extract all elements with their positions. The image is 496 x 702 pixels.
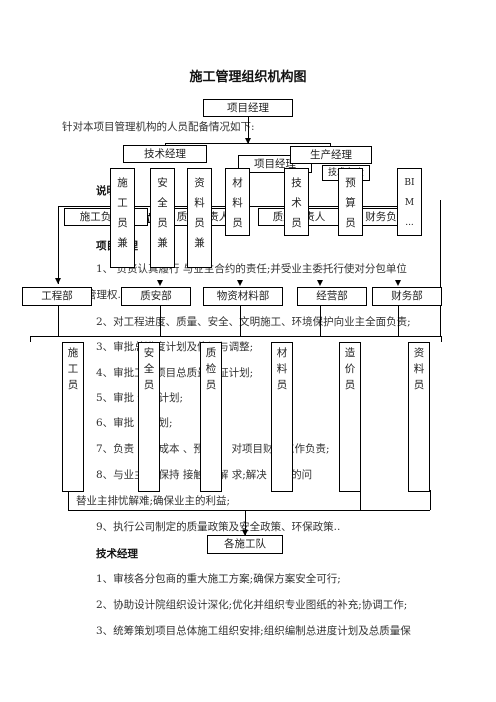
- tech-duty-1: 1、审核各分包商的重大施工方案;确保方案安全可行;: [96, 573, 341, 585]
- dept-quality-safety: 质安部: [121, 287, 191, 306]
- connector: [360, 490, 361, 510]
- dept-finance: 财务部: [372, 287, 442, 306]
- connector: [30, 336, 31, 342]
- dept-engineering: 工程部: [22, 287, 92, 306]
- connector: [58, 300, 59, 336]
- pm-duty-6: 6、审批 包计划;: [96, 417, 173, 429]
- arrow-down-icon: [245, 138, 251, 144]
- arrow-down-icon: [317, 280, 323, 286]
- pm-duty-4: 4、审批工程项目总质量保证计划;: [96, 367, 254, 379]
- pm-duty-9: 9、执行公司制定的质量政策及安全政策、环保政策..: [96, 521, 341, 533]
- pm-duty-2: 2、对工程进度、质量、安全、文明施工、环境保护向业主全面负责;: [96, 316, 411, 328]
- tech-duty-2: 2、协助设计院组织设计深化;优化并组织专业图纸的补充;协调工作;: [96, 599, 408, 611]
- connector: [430, 490, 431, 510]
- staff-a-safety: 安全员兼: [150, 168, 175, 268]
- staff-a-budget: 预算员: [338, 168, 363, 236]
- section-heading-tech: 技术经理: [96, 548, 138, 560]
- page-title: 施工管理组织机构图: [189, 70, 307, 85]
- connector: [30, 336, 442, 337]
- staff-a-materials: 材料员: [225, 168, 250, 236]
- pm-duty-8b: 替业主排忧解难;确保业主的利益;: [76, 495, 231, 507]
- tech-duty-3: 3、统筹策划项目总体施工组织安排;组织编制总进度计划及总质量保: [96, 625, 411, 637]
- org-top-project-manager: 项目经理: [203, 99, 293, 117]
- org-l2-tech-manager: 技术经理: [123, 145, 207, 163]
- dept-operations: 经营部: [297, 287, 367, 306]
- staff-a-documents: 资料员兼: [187, 168, 212, 268]
- staff-b-documents: 资料员: [408, 342, 430, 492]
- connector: [160, 300, 161, 336]
- staff-b-construction: 施工员: [62, 342, 84, 492]
- org-l3-construction-lead: 施工负责人: [64, 208, 148, 226]
- connector: [441, 336, 442, 342]
- staff-b-inspection: 质检员: [200, 342, 222, 492]
- connector: [68, 510, 430, 511]
- staff-a-technician: 技术员: [284, 168, 309, 236]
- org-bottom-construction-teams: 各施工队: [207, 535, 283, 554]
- connector: [68, 490, 69, 510]
- staff-b-cost: 造价员: [339, 342, 361, 492]
- connector: [398, 305, 399, 336]
- dept-materials: 物资材料部: [203, 287, 283, 306]
- pm-duty-1: 1、 负责认真履行 与业主合约的责任;并受业主委托行使对分包单位: [96, 263, 407, 275]
- arrow-down-icon: [55, 278, 61, 284]
- arrow-down-icon: [157, 280, 163, 286]
- arrow-down-icon: [395, 280, 401, 286]
- connector: [248, 116, 249, 144]
- connector: [58, 206, 59, 284]
- fragment-wei: 位: [143, 213, 154, 225]
- pm-duty-1b: 管理权.: [86, 289, 121, 301]
- staff-b-safety: 安全员: [138, 342, 160, 492]
- org-l2-production-manager: 生产经理: [290, 146, 372, 164]
- connector: [240, 305, 241, 336]
- connector: [320, 305, 321, 336]
- connector: [440, 200, 441, 336]
- pm-duty-3: 3、审批总进度计划及修订与调整;: [96, 341, 254, 353]
- connector: [245, 510, 246, 535]
- arrow-down-icon: [242, 530, 248, 536]
- staff-b-materials: 材料员: [271, 342, 293, 492]
- org-l3-finance-lead: 财务负: [355, 208, 407, 226]
- intro-text: 针对本项目管理机构的人员配备情况如下:: [62, 121, 255, 133]
- staff-a-construction: 施工员兼: [110, 168, 135, 268]
- arrow-down-icon: [237, 280, 243, 286]
